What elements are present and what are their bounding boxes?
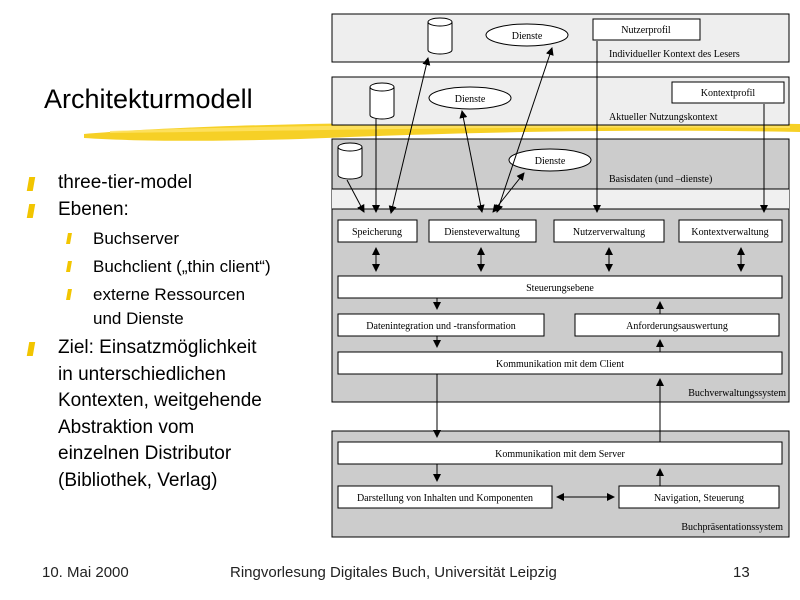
module-label: Speicherung	[352, 227, 402, 238]
page-number: 13	[733, 564, 750, 581]
control-layer-box	[337, 275, 783, 299]
content-display-box	[337, 485, 553, 509]
system-caption: Buchpräsentationssystem	[681, 522, 783, 533]
bullet-text: Ebenen:	[58, 198, 129, 220]
subbullet-text: Buchclient („thin client“)	[93, 257, 271, 276]
subbullet-ressourcen: externe Ressourcen und Dienste	[28, 283, 328, 331]
subbullet-buchclient: Buchclient („thin client“)	[28, 255, 328, 279]
subbullet-text: Buchserver	[93, 229, 179, 248]
footer-event: Ringvorlesung Digitales Buch, Universitä…	[230, 564, 557, 581]
module-label: Diensteverwaltung	[444, 227, 520, 238]
user-management-module	[553, 219, 665, 243]
base-data-caption: Basisdaten (und –dienste)	[609, 174, 712, 185]
arrow	[459, 110, 485, 213]
navigation-label: Navigation, Steuerung	[654, 493, 744, 504]
module-label: Kontextverwaltung	[691, 227, 768, 238]
arrow	[495, 47, 554, 213]
bullet-line: Kontexten, weitgehende	[58, 390, 262, 411]
bullet-line: Ziel: Einsatzmöglichkeit	[58, 337, 257, 358]
services-label: Dienste	[512, 31, 543, 42]
database-icon	[369, 82, 395, 120]
slide-title: Architekturmodell	[44, 84, 253, 114]
arrow	[388, 57, 431, 214]
data-integration-label: Datenintegration und -transformation	[366, 321, 515, 332]
layer-caption: Individueller Kontext des Lesers	[609, 49, 740, 60]
server-communication-box	[337, 441, 783, 465]
bullet-list: three-tier-model Ebenen: Buchserver Buch…	[26, 170, 328, 494]
bullet-line: in unterschiedlichen	[58, 363, 226, 385]
subbullet-text: externe Ressourcen	[93, 285, 246, 304]
user-profile-label: Nutzerprofil	[621, 25, 671, 36]
context-profile-box	[671, 81, 785, 104]
module-label: Nutzerverwaltung	[573, 227, 645, 238]
context-profile-label: Kontextprofil	[701, 88, 756, 99]
data-integration-box	[337, 313, 545, 337]
context-management-module	[678, 219, 783, 243]
footer-date: 10. Mai 2000	[42, 564, 129, 581]
control-layer-label: Steuerungsebene	[526, 283, 594, 294]
layer-usage-context: Dienste Kontextprofil Aktueller Nutzungs…	[331, 76, 790, 126]
services-label: Dienste	[535, 156, 566, 167]
bullet-ziel: Ziel: Einsatzmöglichkeit in unterschiedl…	[26, 335, 328, 494]
services-label: Dienste	[455, 94, 486, 105]
subbullet-text: und Dienste	[93, 309, 184, 328]
layer-book-presentation: Kommunikation mit dem Server Darstellung…	[331, 430, 790, 538]
diagram-arrows	[346, 41, 768, 501]
subbullet-buchserver: Buchserver	[28, 227, 328, 251]
client-communication-box	[337, 351, 783, 375]
bullet-ebenen: Ebenen:	[26, 197, 328, 224]
layer-caption: Aktueller Nutzungskontext	[609, 112, 718, 123]
layer-individual-context: Dienste Nutzerprofil Individueller Konte…	[331, 13, 790, 63]
database-icon	[337, 142, 363, 180]
request-evaluation-label: Anforderungsauswertung	[626, 321, 728, 332]
client-communication-label: Kommunikation mit dem Client	[496, 359, 624, 370]
bullet-three-tier: three-tier-model	[26, 170, 328, 197]
database-icon	[427, 17, 453, 55]
request-evaluation-box	[574, 313, 780, 337]
server-communication-label: Kommunikation mit dem Server	[495, 449, 625, 460]
content-display-label: Darstellung von Inhalten und Komponenten	[357, 493, 533, 504]
arrow	[346, 179, 365, 213]
system-caption: Buchverwaltungssystem	[688, 388, 786, 399]
layer-book-management: Dienste Basisdaten (und –dienste) Speich…	[331, 138, 790, 403]
services-ellipse	[485, 23, 569, 47]
bullet-line: (Bibliothek, Verlag)	[58, 469, 218, 491]
service-management-module	[428, 219, 537, 243]
bullet-text: three-tier-model	[58, 172, 193, 193]
storage-module	[337, 219, 418, 243]
bullet-line: einzelnen Distributor	[58, 443, 232, 464]
bullet-line: Abstraktion vom	[58, 416, 195, 438]
navigation-box	[618, 485, 780, 509]
user-profile-box	[592, 18, 701, 41]
